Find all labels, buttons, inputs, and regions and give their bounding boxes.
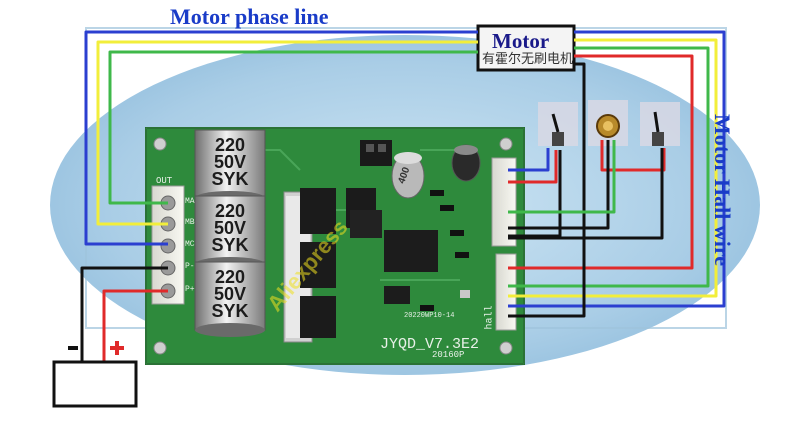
- capacitor-3-label: 220 50V SYK: [211, 267, 249, 321]
- pin-label-ma: MA: [185, 197, 195, 206]
- pin-label-mc: MC: [185, 240, 195, 249]
- phase-wire-yellow: [96, 40, 478, 226]
- pin-label-mb: MB: [185, 218, 195, 227]
- capacitor-1: [194, 129, 266, 205]
- board-date-code: 20160P: [432, 350, 465, 360]
- hall-wire-label: Motor Hall wire: [710, 114, 735, 266]
- phase-wires: [84, 30, 478, 246]
- capacitor-3: [194, 261, 266, 337]
- motor-chinese-label: 有霍尔无刷电机: [482, 52, 574, 67]
- controller-board: [145, 127, 525, 365]
- phase-wire-blue: [84, 30, 478, 246]
- hall-header-label: hall: [484, 305, 496, 330]
- control-wires: [508, 140, 666, 240]
- control-components: [538, 100, 680, 146]
- out-header-label: OUT: [156, 176, 173, 186]
- capacitor-2-label: 220 50V SYK: [211, 201, 249, 255]
- motor-box: [476, 24, 576, 72]
- hall-connector: [491, 157, 517, 247]
- pin-label-pminus: P-: [185, 262, 195, 271]
- motor-label: Motor: [492, 29, 550, 53]
- power-supply-box: [52, 360, 138, 408]
- phase-line-label: Motor phase line: [170, 4, 329, 29]
- hall-wires: [508, 30, 726, 318]
- phase-wire-green: [108, 50, 478, 205]
- capacitor-1-label: 220 50V SYK: [211, 135, 249, 189]
- pin-label-pplus: P+: [185, 285, 195, 294]
- board-serial: 20220WP10-14: [404, 312, 455, 320]
- power-wires: [80, 266, 168, 362]
- board-model: JYQD_V7.3E2: [380, 336, 480, 353]
- power-plus-text: +: [110, 330, 111, 331]
